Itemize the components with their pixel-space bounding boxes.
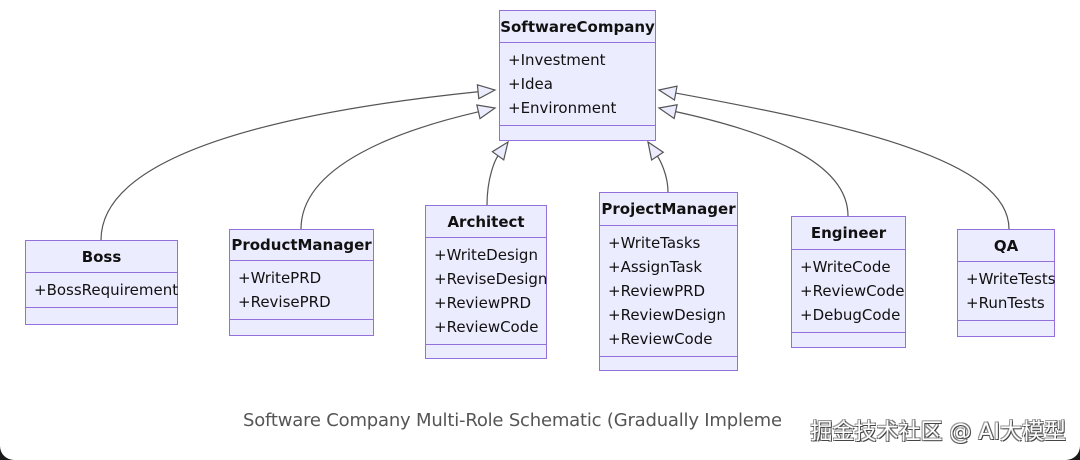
class-members: +WritePRD +RevisePRD bbox=[230, 261, 373, 320]
class-project-manager[interactable]: ProjectManager +WriteTasks +AssignTask +… bbox=[599, 192, 738, 371]
class-name: Boss bbox=[26, 241, 177, 273]
watermark: 掘金技术社区 @ AI大模型 bbox=[810, 420, 1066, 445]
member: +ReviewCode bbox=[608, 330, 713, 348]
inheritance-arrowhead-icon bbox=[491, 140, 509, 161]
class-engineer[interactable]: Engineer +WriteCode +ReviewCode +DebugCo… bbox=[791, 216, 906, 348]
class-qa[interactable]: QA +WriteTests +RunTests bbox=[957, 229, 1056, 337]
class-product-manager[interactable]: ProductManager +WritePRD +RevisePRD bbox=[229, 229, 374, 336]
class-name: ProjectManager bbox=[600, 193, 737, 226]
class-methods bbox=[26, 308, 177, 320]
inheritance-arrowhead-icon bbox=[476, 83, 497, 100]
class-methods bbox=[600, 357, 737, 369]
member: +WriteDesign bbox=[434, 246, 538, 264]
class-methods bbox=[426, 345, 546, 357]
member: +DebugCode bbox=[800, 306, 901, 324]
class-members: +BossRequirement bbox=[26, 273, 179, 308]
class-methods bbox=[958, 321, 1054, 333]
member: +Idea bbox=[508, 75, 553, 93]
member: +WritePRD bbox=[238, 269, 322, 287]
member: +ReviewCode bbox=[434, 318, 539, 336]
member: +ReviewCode bbox=[800, 282, 905, 300]
member: +Environment bbox=[508, 99, 617, 117]
inheritance-edge-projectmanager bbox=[656, 155, 669, 193]
class-boss[interactable]: Boss +BossRequirement bbox=[25, 240, 178, 325]
member: +ReviewPRD bbox=[608, 282, 706, 300]
class-members: +WriteTests +RunTests bbox=[958, 262, 1056, 321]
member: +WriteCode bbox=[800, 258, 891, 276]
class-methods bbox=[500, 126, 655, 138]
inheritance-arrowhead-icon bbox=[657, 85, 678, 101]
class-architect[interactable]: Architect +WriteDesign +ReviseDesign +Re… bbox=[425, 205, 547, 359]
inheritance-arrowhead-icon bbox=[657, 104, 678, 120]
member: +ReviseDesign bbox=[434, 270, 548, 288]
member: +ReviewPRD bbox=[434, 294, 532, 312]
class-software-company[interactable]: SoftwareCompany +Investment +Idea +Envir… bbox=[499, 10, 656, 141]
member: +AssignTask bbox=[608, 258, 703, 276]
inheritance-edge-qa bbox=[675, 92, 1010, 230]
inheritance-edge-engineer bbox=[675, 111, 849, 217]
member: +Investment bbox=[508, 51, 606, 69]
member: +BossRequirement bbox=[34, 281, 179, 299]
class-members: +WriteDesign +ReviseDesign +ReviewPRD +R… bbox=[426, 238, 548, 345]
member: +RunTests bbox=[966, 294, 1045, 312]
class-name: Architect bbox=[426, 206, 546, 238]
inheritance-arrowhead-icon bbox=[647, 140, 665, 162]
class-name: Engineer bbox=[792, 217, 905, 250]
member: +ReviewDesign bbox=[608, 306, 726, 324]
class-members: +Investment +Idea +Environment bbox=[500, 43, 655, 126]
member: +WriteTests bbox=[966, 270, 1056, 288]
member: +RevisePRD bbox=[238, 293, 331, 311]
class-methods bbox=[230, 320, 373, 332]
class-name: ProductManager bbox=[230, 230, 373, 261]
diagram-caption: Software Company Multi-Role Schematic (G… bbox=[243, 410, 782, 431]
inheritance-edge-productmanager bbox=[300, 111, 479, 230]
member: +WriteTasks bbox=[608, 234, 701, 252]
inheritance-arrowhead-icon bbox=[476, 104, 497, 120]
class-methods bbox=[792, 333, 905, 345]
inheritance-edge-boss bbox=[100, 91, 479, 241]
class-name: SoftwareCompany bbox=[500, 11, 655, 43]
class-name: QA bbox=[958, 230, 1054, 262]
inheritance-edge-architect bbox=[486, 155, 499, 206]
class-members: +WriteCode +ReviewCode +DebugCode bbox=[792, 250, 905, 333]
class-members: +WriteTasks +AssignTask +ReviewPRD +Revi… bbox=[600, 226, 737, 357]
